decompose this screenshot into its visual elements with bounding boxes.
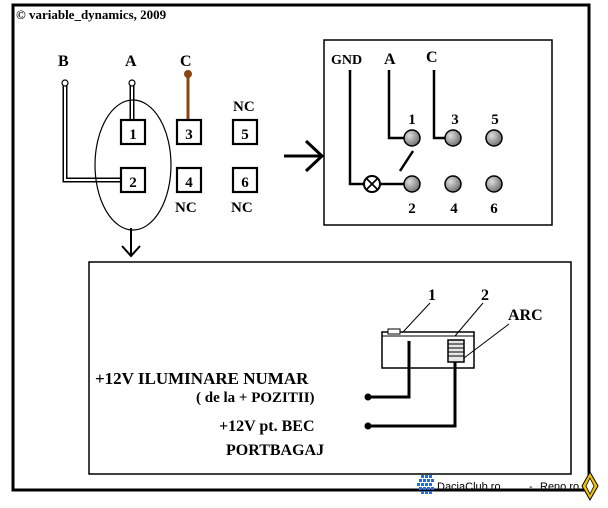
pin-1: 1 (119, 118, 147, 146)
switch-blade (398, 150, 415, 172)
switch-body (381, 328, 475, 369)
gnd-wire (348, 70, 364, 186)
nc-label-pin4: NC (175, 200, 197, 216)
contact-label-4: 4 (450, 201, 458, 217)
contact-label-1: 1 (408, 112, 416, 128)
wire-a (128, 79, 136, 120)
label-portbagaj: PORTBAGAJ (226, 442, 324, 459)
pin-3-label: 3 (185, 127, 193, 143)
pointer-label-1: 1 (428, 287, 436, 304)
pin-group-ellipse (94, 99, 172, 231)
lamp-icon (363, 175, 381, 193)
switch-schematic: GND A C 1 3 5 2 4 6 (323, 39, 553, 226)
wire-b-core (64, 85, 120, 181)
contact-label-6: 6 (490, 201, 498, 217)
pin-3: 3 (175, 118, 203, 146)
outer-frame (11, 3, 591, 492)
wire-c (184, 70, 192, 120)
pin-5: 5 (231, 118, 259, 146)
terminal-label-b: B (58, 53, 69, 70)
label-bec: +12V pt. BEC (219, 418, 315, 435)
watermark-separator: - (529, 481, 533, 493)
wire-iluminare (368, 341, 411, 399)
watermark: DaciaClub.ro - Reno.ro (417, 470, 599, 502)
label-pozitii: ( de la + POZITII) (196, 390, 315, 406)
arrow-down-icon (121, 228, 141, 258)
contact-label-5: 5 (491, 112, 499, 128)
spring-icon (447, 339, 465, 363)
watermark-site1: DaciaClub.ro (437, 481, 501, 493)
terminal-label-a: A (125, 53, 137, 70)
terminal-label-c: C (180, 53, 192, 70)
detail-frame (88, 261, 572, 475)
pin-2-label: 2 (129, 175, 137, 191)
schematic-gnd-label: GND (331, 53, 362, 68)
leader-arc (463, 323, 510, 359)
contact-1 (403, 129, 421, 147)
pin-4-label: 4 (185, 175, 193, 191)
copyright-text: © variable_dynamics, 2009 (16, 7, 167, 22)
wire-bec (368, 362, 457, 428)
terminal-dot-iluminare (364, 393, 372, 401)
pin-5-label: 5 (241, 127, 249, 143)
pin-4: 4 (175, 166, 203, 194)
terminal-dot-bec (364, 422, 372, 430)
nc-label-pin6: NC (231, 200, 253, 216)
schematic-a-label: A (384, 51, 396, 68)
wire-b-end (61, 79, 69, 87)
schematic-frame (323, 39, 553, 226)
contact-5 (485, 129, 503, 147)
wire-c-end (184, 70, 192, 78)
leader-2 (454, 302, 484, 337)
contact-6 (485, 175, 503, 193)
pin-2: 2 (119, 166, 147, 194)
pin-1-label: 1 (129, 127, 137, 143)
pointer-label-2: 2 (481, 287, 489, 304)
leader-1 (402, 302, 431, 333)
nc-label-pin5: NC (233, 99, 255, 115)
watermark-site2: Reno.ro (540, 481, 579, 493)
label-iluminare: +12V ILUMINARE NUMAR (95, 369, 309, 388)
arc-label: ARC (508, 307, 543, 324)
contact-label-2: 2 (408, 201, 416, 217)
contact-3 (444, 129, 462, 147)
daciaclub-logo-icon (417, 475, 434, 494)
wire-a-end (128, 79, 136, 87)
a-wire (387, 70, 404, 140)
contact-4 (444, 175, 462, 193)
switch-detail: 1 2 ARC +12V ILUMINARE NUMAR ( de la + P… (88, 261, 572, 475)
reno-logo-icon (581, 470, 599, 502)
connector-diagram: B A C 1 2 (58, 53, 259, 231)
arrow-right-icon (284, 139, 325, 173)
pin-6-label: 6 (241, 175, 249, 191)
wire-b (61, 79, 120, 183)
contact-label-3: 3 (451, 112, 459, 128)
schematic-c-label: C (426, 49, 438, 66)
c-wire (432, 70, 446, 140)
contact-2 (403, 175, 421, 193)
pin-6: 6 (231, 166, 259, 194)
